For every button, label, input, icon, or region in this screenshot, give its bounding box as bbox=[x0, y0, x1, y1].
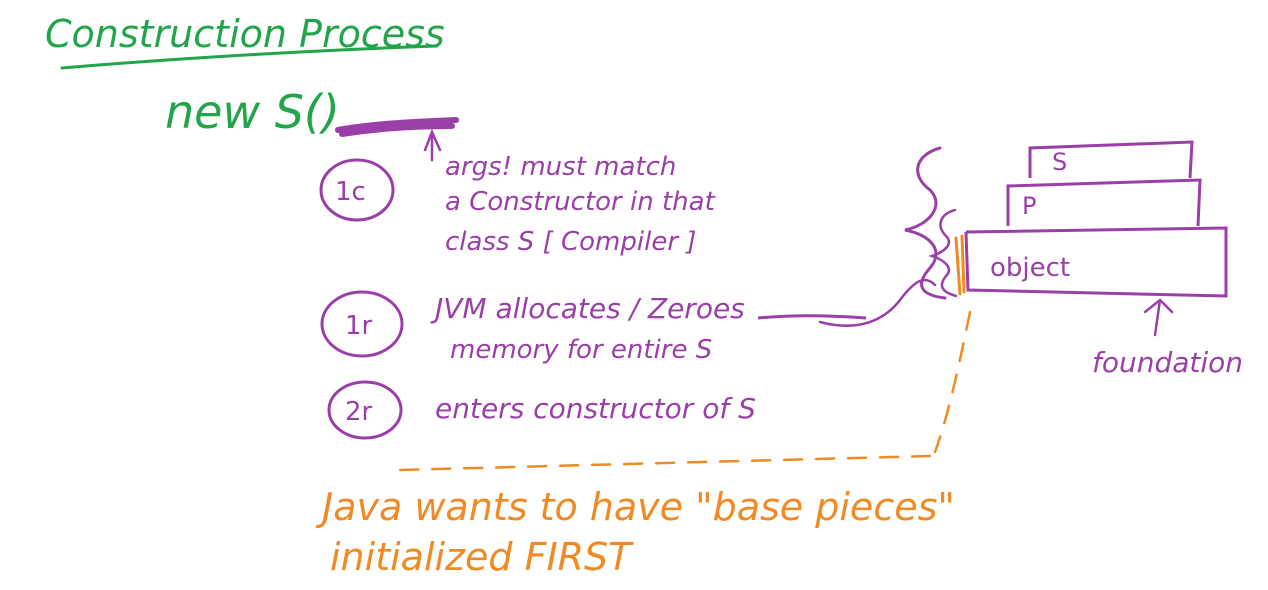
object-highlight-mark bbox=[954, 234, 966, 296]
step-1r-circle bbox=[320, 290, 404, 358]
step-1c-line-3: class S [ Compiler ] bbox=[445, 227, 696, 257]
step-1c-circle bbox=[319, 158, 395, 222]
layer-p-label: P bbox=[1022, 192, 1036, 220]
expression-highlight bbox=[335, 117, 459, 137]
step-1r-line-2: memory for entire S bbox=[450, 335, 712, 365]
note-line-1: Java wants to have "base pieces" bbox=[315, 485, 955, 529]
layer-object-label: object bbox=[990, 253, 1070, 283]
step-1r-line-1: JVM allocates / Zeroes bbox=[430, 292, 745, 325]
layer-p-box bbox=[1006, 178, 1202, 227]
foundation-arrow-icon bbox=[1143, 298, 1174, 337]
zeroes-underline bbox=[757, 314, 867, 320]
layer-s-label: S bbox=[1052, 148, 1067, 176]
foundation-label: foundation bbox=[1092, 346, 1243, 379]
dashed-connector bbox=[398, 310, 972, 472]
step-2r-line-1: enters constructor of S bbox=[435, 392, 756, 425]
layer-s-box bbox=[1028, 140, 1194, 179]
zeroes-to-stack-arrow bbox=[818, 278, 937, 327]
outer-brace bbox=[904, 146, 947, 300]
title-underline bbox=[60, 44, 439, 70]
expression-text: new S() bbox=[165, 85, 340, 139]
layer-object-box bbox=[964, 226, 1228, 298]
step-2r-circle bbox=[327, 380, 403, 440]
step-1r-marker: 1r bbox=[345, 311, 373, 341]
step-1c-line-2: a Constructor in that bbox=[445, 187, 716, 217]
arrow-up-icon bbox=[423, 128, 442, 162]
step-1c-marker: 1c bbox=[335, 177, 366, 207]
inner-brace bbox=[928, 208, 958, 298]
layer-stack: S P object bbox=[964, 140, 1228, 298]
step-1c-line-1: args! must match bbox=[445, 152, 676, 182]
step-2r-marker: 2r bbox=[345, 397, 373, 427]
note-line-2: initialized FIRST bbox=[330, 535, 634, 579]
